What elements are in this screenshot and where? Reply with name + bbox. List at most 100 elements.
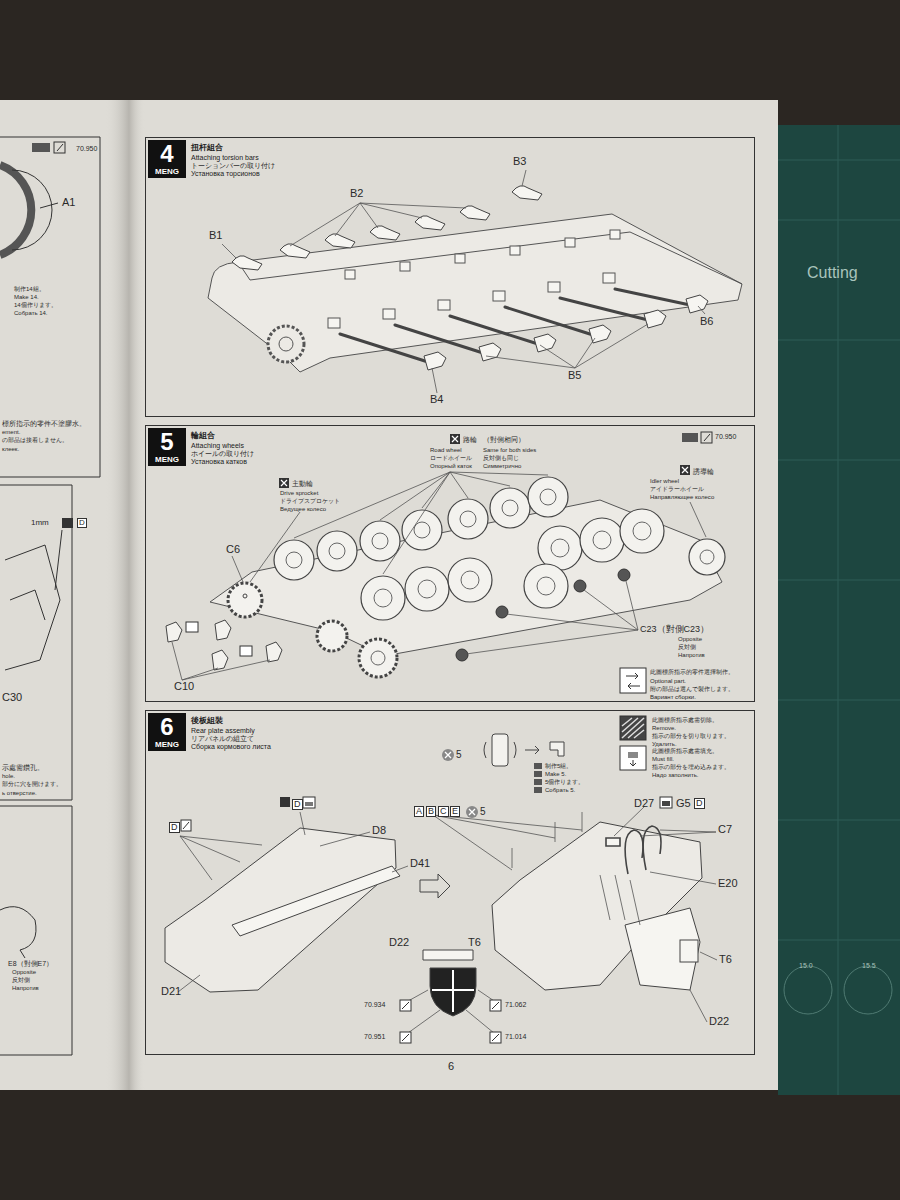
step-heading: 後板組裝 [191, 717, 223, 725]
part-number: B4 [430, 394, 443, 405]
mat-print: 15.0 [799, 962, 813, 969]
note-text: клеек. [2, 446, 19, 452]
note-text: 5 [456, 750, 462, 760]
step-heading: 輪組合 [191, 432, 215, 440]
paint-code-box: B [426, 806, 436, 817]
part-number: B1 [209, 230, 222, 241]
part-number: D22 [709, 1016, 729, 1027]
note-text: ь отверстие. [2, 790, 37, 796]
part-number: C6 [226, 544, 240, 555]
note-text: Удалить. [652, 741, 677, 747]
note-text: E8（對側E7） [8, 960, 53, 967]
part-number: D27 [634, 798, 654, 809]
note-text: hole. [2, 773, 15, 779]
note-text: ement. [2, 429, 20, 435]
note-text: Собрать 5. [545, 787, 575, 793]
step-number: 5 [148, 430, 186, 454]
note-text: 70.951 [364, 1033, 385, 1040]
note-text: 指示の部分を埋め込みます。 [652, 764, 730, 770]
step-badge: 4MENG [148, 140, 186, 178]
part-number: G5 [676, 798, 691, 809]
part-number: E20 [718, 878, 738, 889]
part-number: B3 [513, 156, 526, 167]
note-text: Road wheel [430, 447, 462, 453]
note-text: 示處需鑽孔。 [2, 764, 44, 771]
step-heading: トーションバーの取り付け [191, 162, 275, 169]
brand-mark: MENG [148, 456, 186, 464]
note-text: Make 14. [14, 294, 39, 300]
step-badge: 5MENG [148, 428, 186, 466]
brand-mark: MENG [148, 168, 186, 176]
note-text: 誘導輪 [693, 468, 714, 475]
paint-code-box: D [694, 798, 705, 809]
note-text: Must fill. [652, 756, 674, 762]
note-text: の部品は接着しません。 [2, 437, 68, 443]
part-number: T6 [719, 954, 732, 965]
note-text: 此圖標所指示處需切除。 [652, 717, 718, 723]
note-text: 71.014 [505, 1033, 526, 1040]
note-text: 5個作ります。 [545, 779, 584, 785]
paint-code-box: C [438, 806, 449, 817]
step-heading: 扭杆組合 [191, 144, 223, 152]
note-text: Опорный каток [430, 463, 472, 469]
part-number: D22 [389, 937, 409, 948]
paint-code-box: A [414, 806, 424, 817]
part-number: D8 [372, 825, 386, 836]
paint-code-box: D [292, 799, 303, 810]
part-number: T6 [468, 937, 481, 948]
step-heading: Сборка кормового листа [191, 743, 271, 750]
note-text: 此圖標所指示處需填充。 [652, 748, 718, 754]
note-text: 反対側も同じ [483, 455, 519, 461]
note-text: Симметрично [483, 463, 521, 469]
brand-mark: MENG [148, 741, 186, 749]
note-text: Remove. [652, 725, 676, 731]
part-number: C7 [718, 824, 732, 835]
note-text: Собрать 14. [14, 310, 48, 316]
note-text: 指示の部分を切り取ります。 [652, 733, 730, 739]
step-heading: Установка торсионов [191, 170, 260, 177]
note-text: 70.934 [364, 1001, 385, 1008]
note-text: （對側相同） [483, 436, 525, 443]
step-number: 6 [148, 715, 186, 739]
step-heading: Установка катков [191, 458, 247, 465]
step-heading: リアパネルの組立て [191, 735, 254, 742]
part-number: D21 [161, 986, 181, 997]
step-number: 4 [148, 142, 186, 166]
note-text: Optional part. [650, 678, 686, 684]
note-text: 反対側 [12, 977, 30, 983]
step-badge: 6MENG [148, 713, 186, 751]
step-heading: ホイールの取り付け [191, 450, 254, 457]
note-text: Вариант сборки. [650, 694, 696, 700]
note-text: 70.950 [76, 145, 97, 152]
paint-code-box: D [77, 518, 87, 528]
step-heading: Rear plate assembly [191, 727, 255, 734]
note-text: 70.950 [715, 433, 736, 440]
note-text: 部分に穴を開けます。 [2, 781, 62, 787]
step-heading: Attaching wheels [191, 442, 244, 449]
note-text: Drive sprocket [280, 490, 318, 496]
note-text: Idler wheel [650, 478, 679, 484]
step-heading: Attaching torsion bars [191, 154, 259, 161]
note-text: 制作14組。 [14, 286, 45, 292]
paint-code-box: D [169, 822, 180, 833]
part-number: B5 [568, 370, 581, 381]
note-text: 路輪 [463, 436, 477, 443]
note-text: Same for both sides [483, 447, 536, 453]
note-text: Направляющее колесо [650, 494, 714, 500]
note-text: Opposite [12, 969, 36, 975]
step-panel: 扭杆組合 Attaching torsion barsトーションバーの取り付けУс… [145, 137, 755, 417]
mat-print: 15.5 [862, 962, 876, 969]
note-text: 5 [480, 807, 486, 817]
part-number: A1 [62, 197, 75, 208]
note-text: Ведущее колесо [280, 506, 326, 512]
note-text: 制作5組。 [545, 763, 572, 769]
part-number: C10 [174, 681, 194, 692]
note-text: 此圖標所指示的零件選擇制作。 [650, 669, 734, 675]
note-text: Make 5. [545, 771, 566, 777]
part-number: D41 [410, 858, 430, 869]
note-text: アイドラーホイール [650, 486, 704, 492]
note-text: 反対側 [678, 644, 696, 650]
part-number: C23（對側C23） [640, 625, 709, 634]
